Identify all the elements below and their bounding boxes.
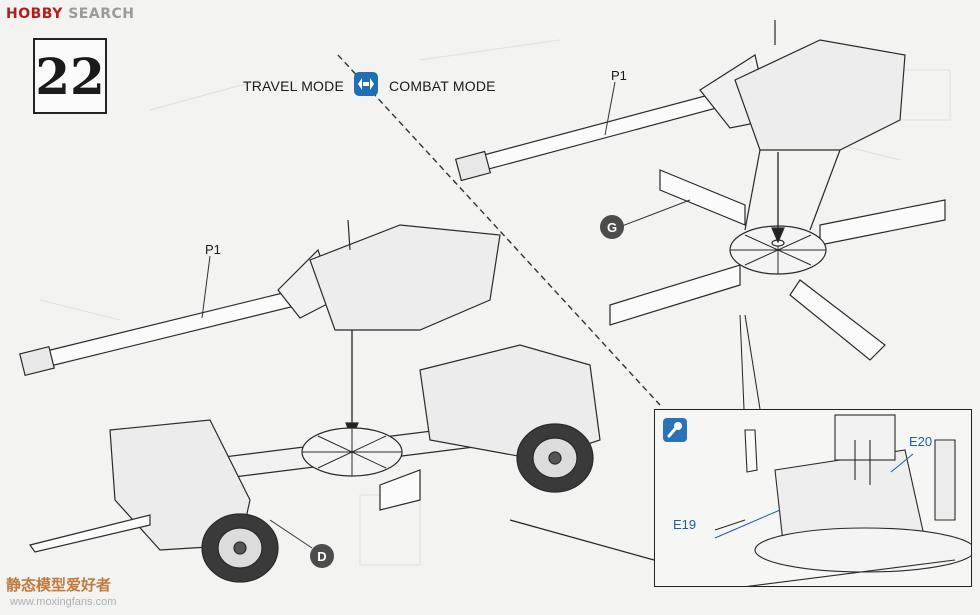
outrigger-left-top bbox=[659, 169, 746, 226]
travel-muzzle-brake bbox=[19, 345, 55, 377]
muzzle-brake bbox=[454, 150, 492, 182]
step-number: 22 bbox=[35, 46, 105, 106]
moxingfans-url: www.moxingfans.com bbox=[10, 596, 117, 608]
tow-bar bbox=[28, 514, 151, 553]
combat-gun-body bbox=[734, 39, 906, 151]
step-number-box: 22 bbox=[33, 38, 107, 114]
magnifier-icon bbox=[663, 418, 687, 442]
swap-arrows-icon bbox=[354, 72, 378, 96]
moxingfans-watermark: 静态模型爱好者 bbox=[6, 576, 112, 594]
callout-g: G bbox=[600, 215, 624, 239]
combat-mode-label: COMBAT MODE bbox=[389, 78, 496, 94]
detail-drawing bbox=[714, 414, 971, 586]
travel-gun-body bbox=[309, 224, 501, 331]
combat-barrel bbox=[464, 91, 725, 175]
travel-assembly bbox=[19, 219, 601, 583]
part-label-p1-combat: P1 bbox=[611, 68, 627, 83]
part-label-e19: E19 bbox=[673, 517, 697, 532]
travel-barrel bbox=[29, 289, 300, 371]
detail-inset: E20 E19 bbox=[654, 409, 972, 587]
wheel-rear bbox=[516, 423, 594, 493]
callout-d: D bbox=[310, 544, 334, 568]
detail-leader bbox=[509, 519, 655, 561]
wheel-front bbox=[201, 513, 279, 583]
hobbysearch-watermark: HOBBY SEARCH bbox=[6, 6, 135, 22]
part-label-p1-travel: P1 bbox=[205, 242, 221, 257]
outrigger-left-bottom bbox=[609, 264, 741, 326]
travel-mode-label: TRAVEL MODE bbox=[243, 78, 344, 94]
combat-assembly bbox=[454, 20, 946, 410]
outrigger-right-bottom bbox=[789, 279, 886, 361]
part-label-e20: E20 bbox=[909, 434, 933, 449]
outrigger-right-top bbox=[819, 199, 946, 246]
